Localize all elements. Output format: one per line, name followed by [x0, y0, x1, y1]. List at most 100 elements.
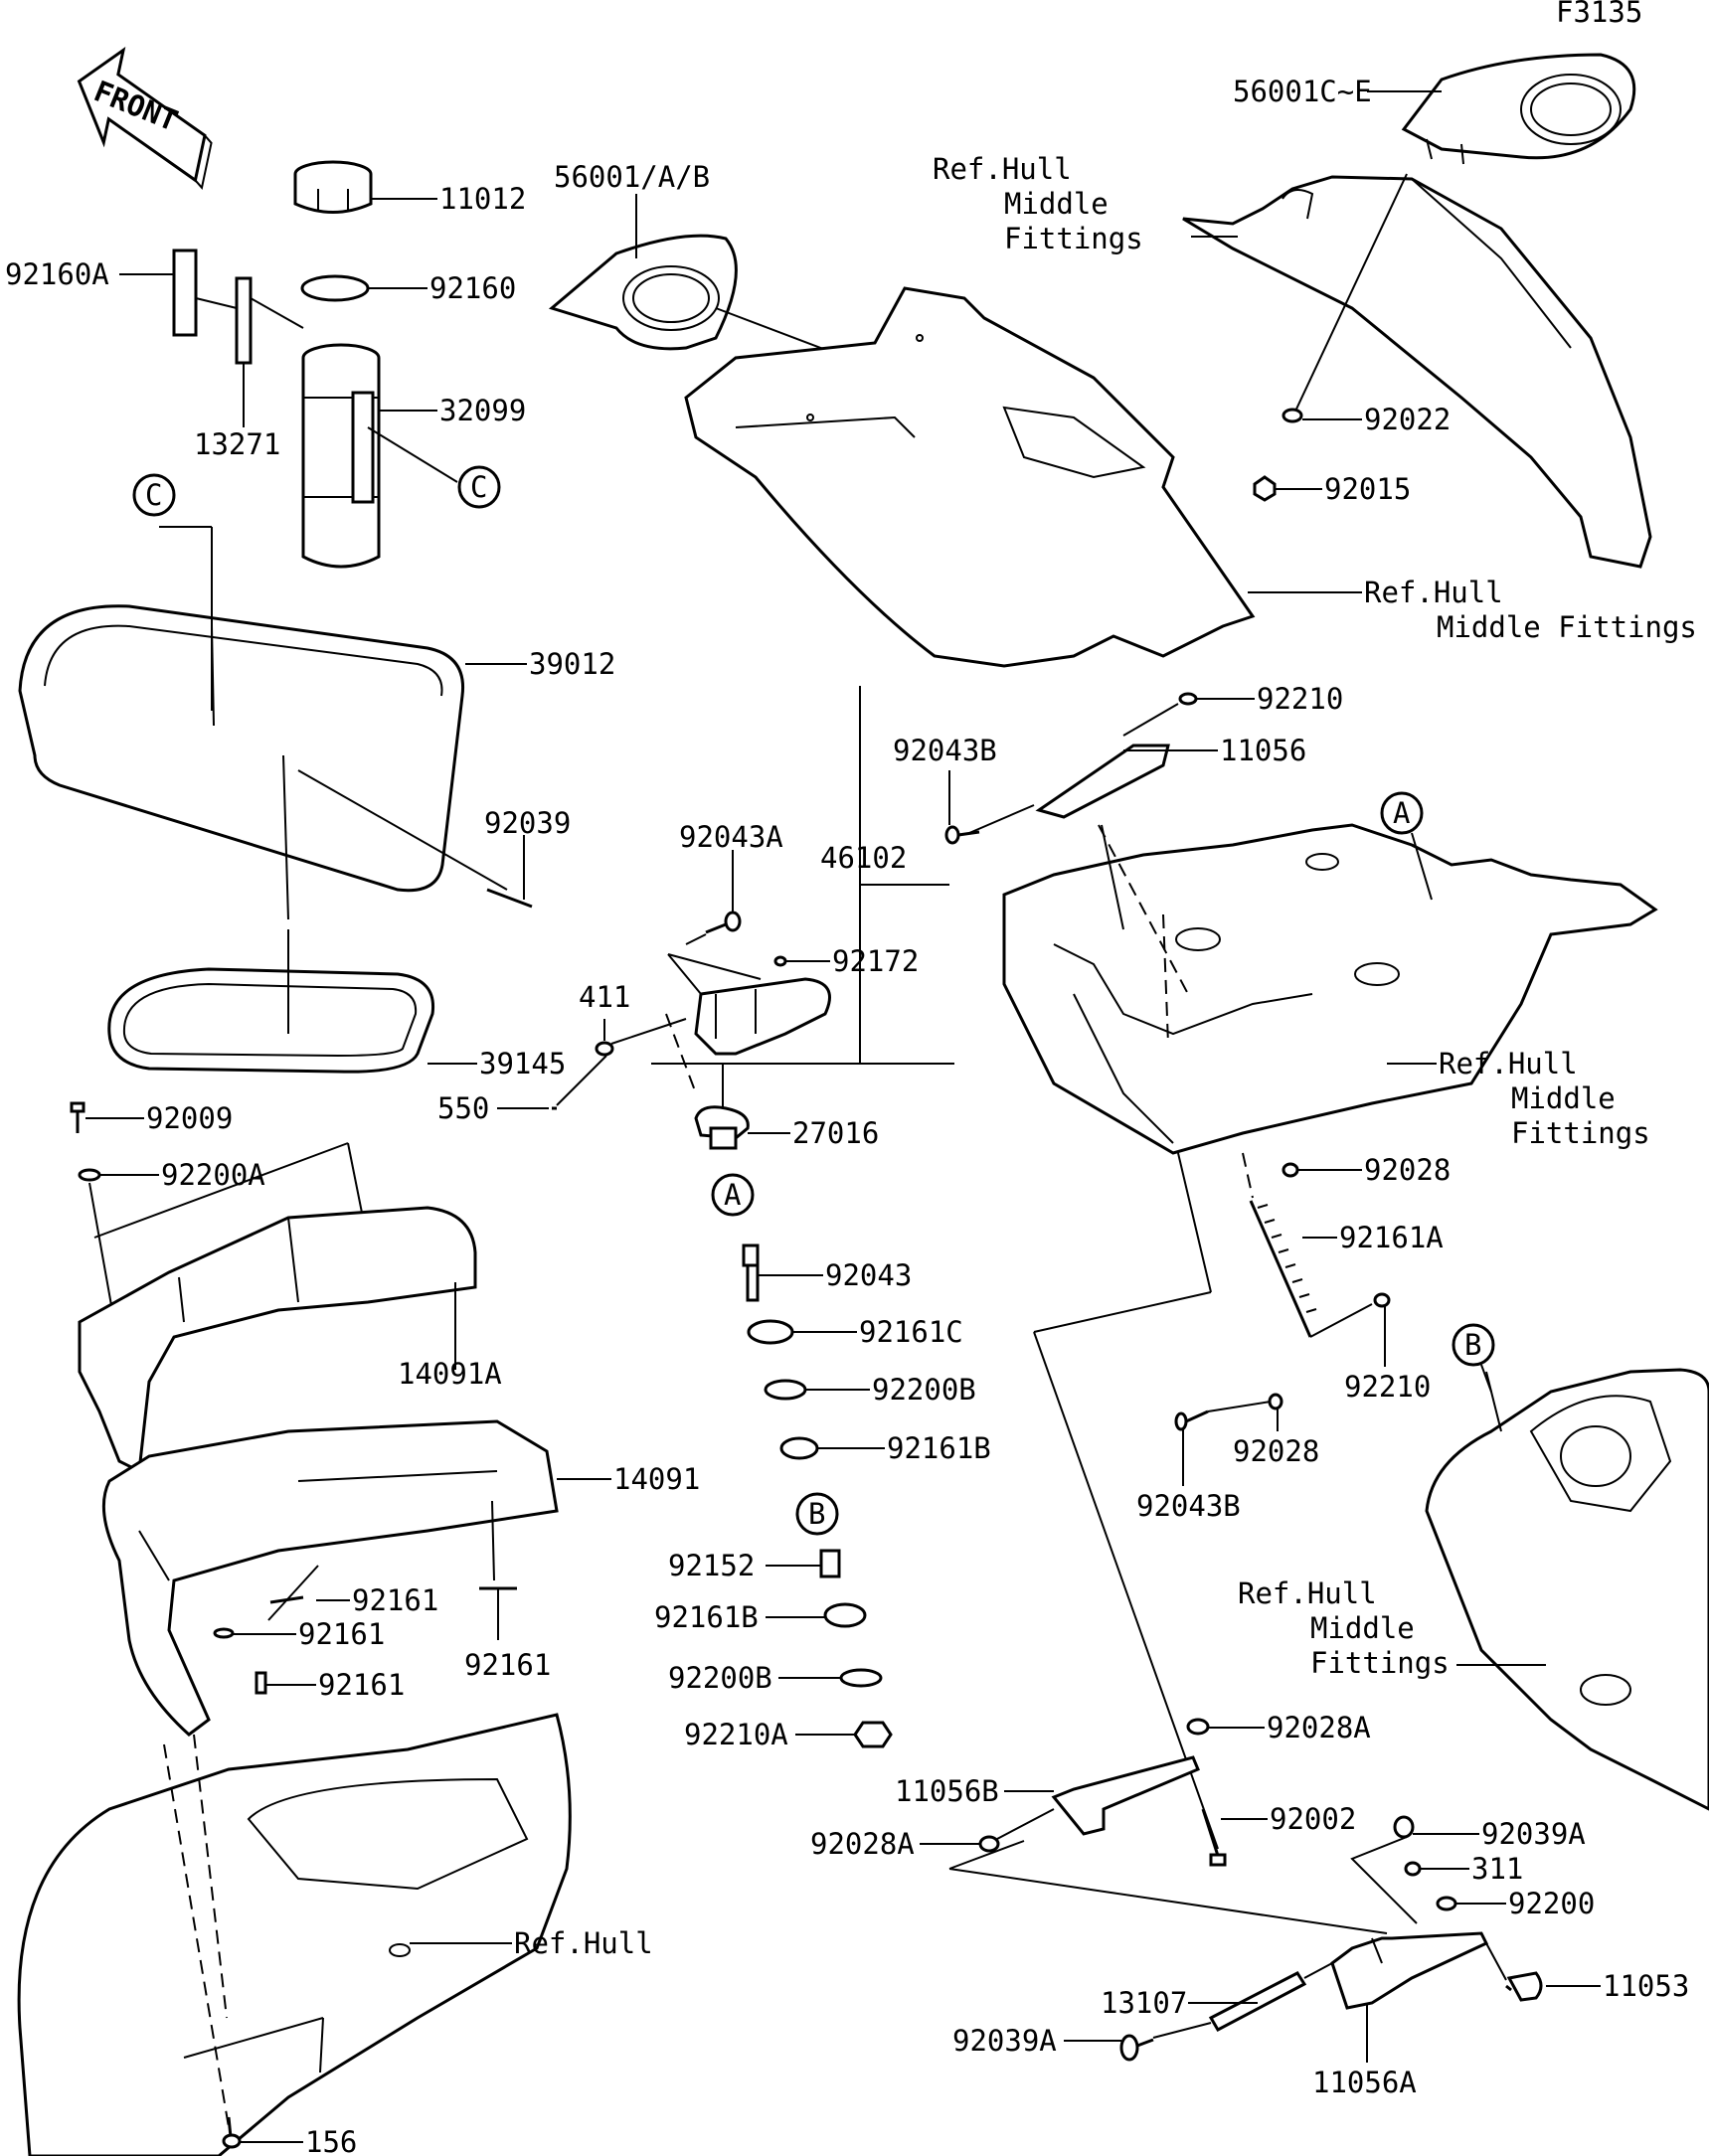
label-92161B-top: 92161B: [887, 1431, 991, 1465]
label-11053: 11053: [1603, 1969, 1689, 2003]
part-13271-bracket: [235, 276, 253, 365]
part-92043-stud: [742, 1244, 760, 1302]
callout-c-top: C: [132, 473, 176, 517]
part-ref-hull-middle-far-right: [1425, 1368, 1709, 1811]
label-92210-mid: 92210: [1344, 1370, 1431, 1404]
part-92172-pin: [773, 955, 787, 967]
part-92210A-nut: [853, 1721, 893, 1748]
ref-label-5: Ref.Hull: [514, 1926, 653, 1960]
part-92160-oring: [300, 274, 370, 302]
label-92028A-bot: 92028A: [810, 1827, 915, 1861]
part-ref-hull-middle-center: [684, 286, 1256, 668]
part-92028-top: [1282, 1162, 1299, 1178]
callout-a-right: A: [1380, 791, 1424, 835]
part-14091-housing: [101, 1419, 559, 1737]
label-92161-a: 92161: [352, 1583, 438, 1617]
label-92161B-bot: 92161B: [654, 1600, 759, 1634]
part-92009-bolt: [70, 1101, 85, 1133]
part-92200-washer: [1436, 1896, 1457, 1911]
label-92200B-top: 92200B: [872, 1373, 976, 1407]
label-13271: 13271: [194, 427, 280, 461]
label-92161-b: 92161: [298, 1617, 385, 1651]
label-14091: 14091: [613, 1462, 700, 1496]
label-92043A: 92043A: [679, 820, 783, 854]
part-92039-pin: [486, 888, 533, 909]
part-92161-c: [255, 1671, 267, 1695]
svg-text:Middle: Middle: [1004, 187, 1109, 221]
label-550: 550: [437, 1091, 489, 1125]
label-92043B-top: 92043B: [893, 734, 997, 767]
part-11012-cap: [293, 160, 373, 214]
label-92160A: 92160A: [5, 257, 109, 291]
part-92210-top: [1178, 692, 1198, 706]
label-92009: 92009: [146, 1101, 233, 1135]
part-92161B-top-grommet: [779, 1436, 819, 1460]
part-39012-box: [18, 604, 465, 920]
label-92028A-top: 92028A: [1267, 1711, 1371, 1744]
ref-label-1: Ref.Hull Middle Fittings: [933, 152, 1143, 255]
part-92028A-bot: [978, 1835, 1000, 1853]
part-32099-tube: [301, 343, 381, 569]
part-92028-mid: [1268, 1393, 1283, 1410]
part-13107-pin: [1208, 1971, 1307, 2032]
label-92160: 92160: [429, 271, 516, 305]
svg-text:B: B: [808, 1497, 825, 1531]
svg-text:Fittings: Fittings: [1310, 1646, 1450, 1680]
part-56001AB-mirror: [548, 234, 738, 351]
label-11056: 11056: [1220, 734, 1306, 767]
label-92161-d: 92161: [464, 1648, 551, 1682]
label-46102: 46102: [820, 841, 907, 875]
label-311: 311: [1471, 1852, 1523, 1886]
label-14091A: 14091A: [398, 1357, 502, 1391]
part-11056-strap: [1035, 744, 1170, 819]
label-411: 411: [579, 980, 630, 1014]
part-411-washer: [595, 1041, 614, 1057]
part-92200B-top-washer: [764, 1379, 807, 1401]
label-92161-c: 92161: [318, 1668, 405, 1702]
label-56001AB: 56001/A/B: [554, 160, 710, 194]
part-ref-hull-middle-right: [1182, 175, 1652, 569]
label-92028-top: 92028: [1364, 1153, 1451, 1187]
part-11053-clip: [1505, 1971, 1543, 2002]
svg-text:Middle: Middle: [1310, 1611, 1415, 1645]
figure-code: F3135: [1556, 0, 1642, 29]
label-13107: 13107: [1101, 1986, 1187, 2020]
svg-text:C: C: [145, 478, 162, 512]
label-92210A: 92210A: [684, 1718, 788, 1751]
label-56001CE: 56001C~E: [1233, 75, 1372, 108]
label-92028-mid: 92028: [1233, 1434, 1319, 1468]
label-92002: 92002: [1270, 1802, 1356, 1836]
label-92043B-bot: 92043B: [1136, 1489, 1241, 1523]
label-92039A-bot: 92039A: [952, 2024, 1057, 2058]
label-27016: 27016: [792, 1116, 879, 1150]
part-92015-nut: [1253, 475, 1277, 502]
ref-label-4: Ref.Hull Middle Fittings: [1238, 1576, 1450, 1680]
callout-b-right: B: [1452, 1323, 1495, 1367]
label-11056B: 11056B: [895, 1774, 999, 1808]
part-92028A-top: [1186, 1718, 1210, 1736]
part-92002-bolt: [1201, 1808, 1227, 1867]
svg-text:Fittings: Fittings: [1511, 1116, 1650, 1150]
part-311-washer: [1404, 1861, 1422, 1877]
part-92160A-strip: [172, 249, 198, 337]
part-156-bolt: [222, 2116, 242, 2149]
part-92043A-bolt: [705, 911, 742, 934]
part-92200A-washer: [78, 1168, 101, 1182]
svg-text:Ref.Hull: Ref.Hull: [1238, 1576, 1377, 1610]
label-92152: 92152: [668, 1549, 755, 1582]
label-92161A: 92161A: [1339, 1221, 1444, 1254]
part-ref-hull-lower: [17, 1713, 572, 2156]
label-39012: 39012: [529, 647, 615, 681]
label-92015: 92015: [1324, 472, 1411, 506]
label-92210-top: 92210: [1257, 682, 1343, 716]
label-92039: 92039: [484, 806, 571, 840]
label-39145: 39145: [479, 1047, 566, 1080]
ref-label-2: Ref.Hull Middle Fittings: [1364, 576, 1697, 644]
svg-text:Fittings: Fittings: [1004, 222, 1143, 255]
part-92210-mid: [1373, 1292, 1391, 1308]
part-ref-hull-middle-right-lower: [1002, 823, 1658, 1155]
part-92200B-bot-washer: [839, 1668, 883, 1688]
part-56001CE-mirror: [1401, 53, 1636, 165]
svg-text:Ref.Hull: Ref.Hull: [933, 152, 1072, 186]
